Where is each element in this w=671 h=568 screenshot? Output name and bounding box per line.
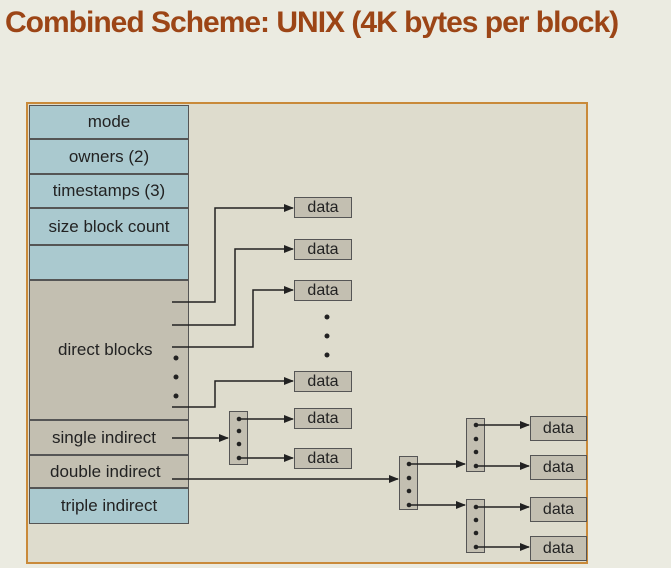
index-block-dot [406,502,412,508]
double-indirect-index-block [399,456,418,510]
index-block-dot [473,436,479,442]
index-block-dot [473,517,479,523]
ellipsis-dot [324,314,330,320]
data-block: data [530,416,587,441]
data-block: data [530,455,587,480]
index-block-dot [473,422,479,428]
slide-title: Combined Scheme: UNIX (4K bytes per bloc… [5,6,619,39]
second-level-index-block [466,418,485,472]
index-block-dot [406,488,412,494]
data-block: data [530,497,587,522]
double-indirect-label: double indirect [50,461,161,481]
data-block: data [294,408,352,429]
inode-triple-indirect-cell: triple indirect [29,488,189,524]
ellipsis-dot [173,355,179,361]
data-block: data [294,280,352,301]
index-block-dot [406,461,412,467]
inode-size-block-count-cell: size block count [29,208,189,245]
inode-timestamps-cell: timestamps (3) [29,174,189,208]
inode-single-indirect-cell: single indirect [29,420,189,455]
direct-pointer-arrow [172,377,294,408]
index-block-dot [473,530,479,536]
index-block-dot [406,475,412,481]
ellipsis-dot [173,393,179,399]
index-block-dot [473,544,479,550]
data-block: data [530,536,587,561]
direct-pointer-arrow [172,245,294,326]
second-level-index-block [466,499,485,553]
index-block-dot [473,504,479,510]
data-block: data [294,448,352,469]
direct-pointer-arrow [172,204,294,303]
index-block-dot [236,416,242,422]
index-block-dot [236,428,242,434]
direct-blocks-label: direct blocks [58,340,153,359]
ellipsis-dot [324,352,330,358]
ellipsis-dot [173,374,179,380]
data-block: data [294,371,352,392]
single-indirect-index-block [229,411,248,465]
inode-double-indirect-cell: double indirect [29,455,189,488]
inode-empty-cell [29,245,189,280]
data-block: data [294,239,352,260]
ellipsis-dot [324,333,330,339]
inode-mode-cell: mode [29,105,189,139]
index-block-dot [473,449,479,455]
inode-owners-cell: owners (2) [29,139,189,174]
index-block-dot [473,463,479,469]
data-block: data [294,197,352,218]
single-indirect-label: single indirect [52,427,156,447]
index-block-dot [236,455,242,461]
inode-direct-blocks-cell: direct blocks [29,280,189,420]
index-block-dot [236,441,242,447]
direct-pointer-arrow [172,286,294,348]
